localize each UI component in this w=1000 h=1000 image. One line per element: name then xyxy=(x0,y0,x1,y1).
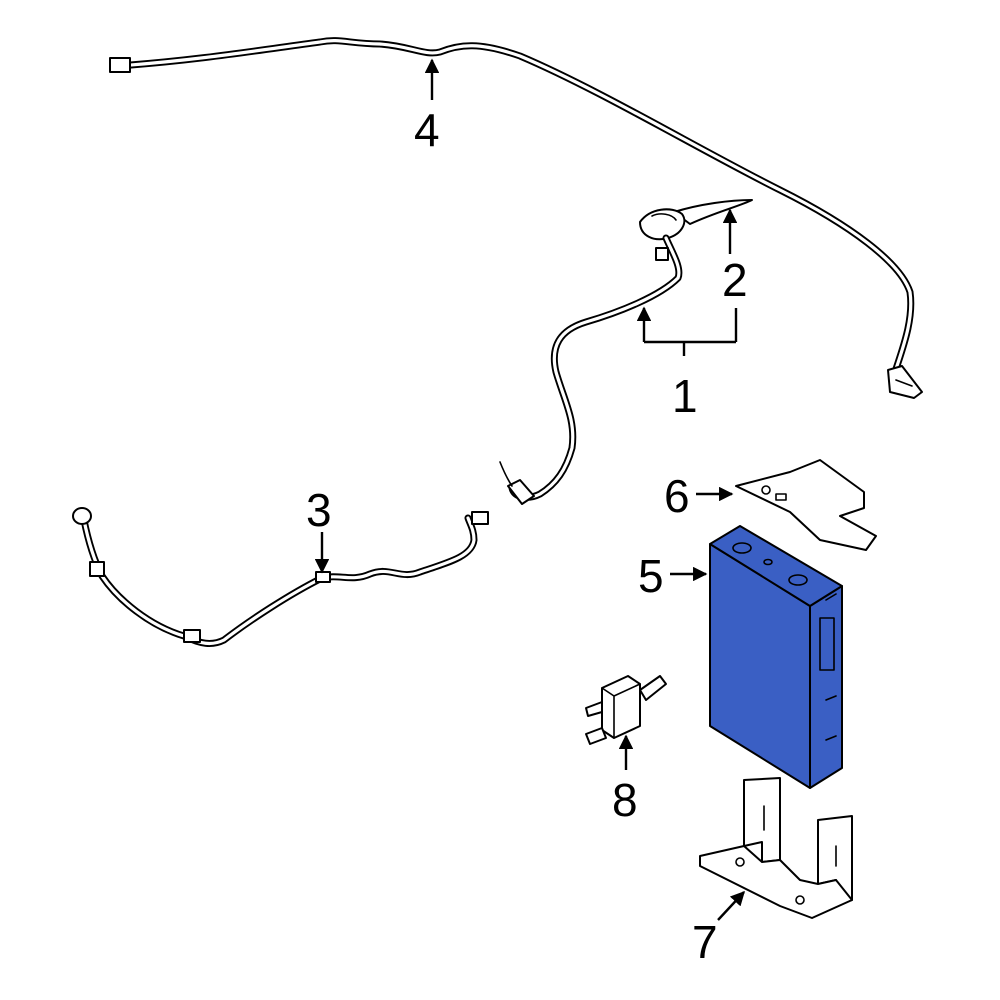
lower-bracket-part-7[interactable] xyxy=(699,777,853,919)
callout-7: 7 xyxy=(692,916,718,968)
callout-4: 4 xyxy=(414,104,440,156)
callout-2: 2 xyxy=(722,254,748,306)
callout-numbers: 1 2 3 4 5 6 7 8 xyxy=(306,104,748,968)
callout-8: 8 xyxy=(612,774,638,826)
control-module-part-5[interactable] xyxy=(709,525,843,789)
callout-1: 1 xyxy=(672,370,698,422)
antenna-cable-part-1[interactable] xyxy=(499,234,683,505)
roof-cable-part-4[interactable] xyxy=(109,37,923,399)
leader-lines xyxy=(314,58,745,921)
upper-bracket-part-6[interactable] xyxy=(735,459,877,551)
callout-3: 3 xyxy=(306,484,332,536)
callout-6: 6 xyxy=(664,470,690,522)
floor-cable-part-3[interactable] xyxy=(72,507,489,647)
connector-part-8[interactable] xyxy=(585,675,667,745)
callout-5: 5 xyxy=(638,550,664,602)
antenna-part-2[interactable] xyxy=(639,199,753,241)
